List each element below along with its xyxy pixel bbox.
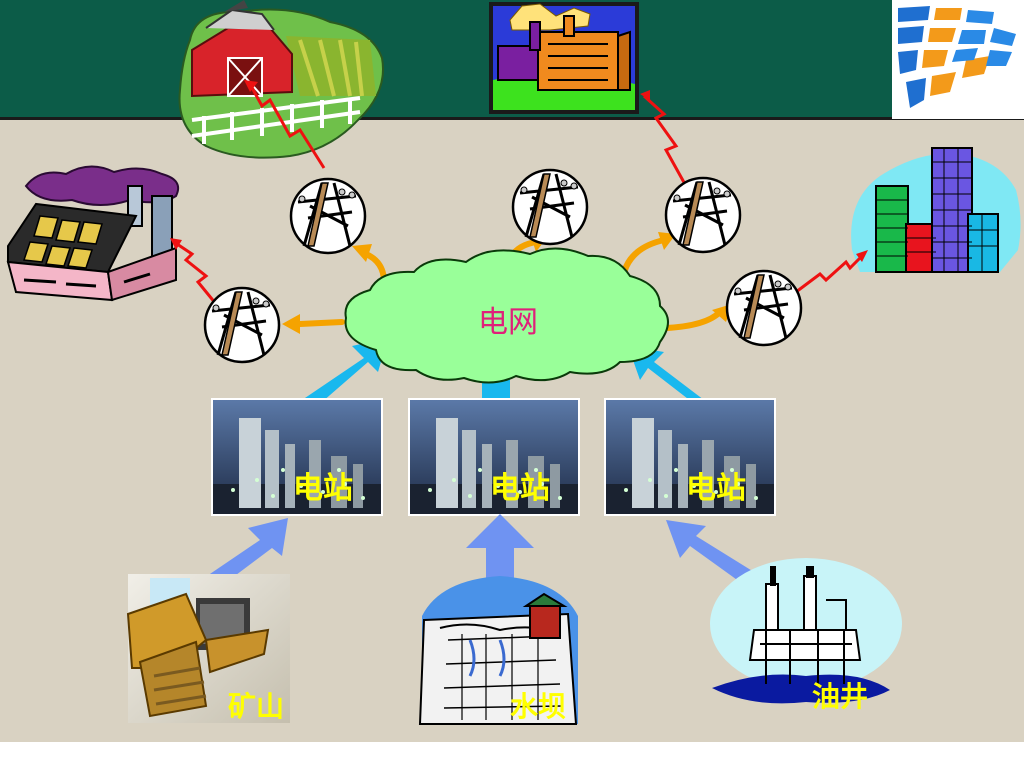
grid-label: 电网	[478, 305, 538, 340]
power-station-1: 电站	[211, 398, 383, 516]
lightning-to-plant	[173, 240, 218, 305]
source-label-mine: 矿山	[228, 690, 284, 723]
source-label-dam: 水坝	[510, 690, 566, 723]
lightning-to-city	[795, 252, 866, 294]
station-label-2: 电站	[490, 471, 550, 506]
arrow-dam-to-station	[466, 514, 534, 584]
pole-icon-top-center	[511, 168, 589, 246]
arrow-station1-to-grid	[302, 338, 388, 402]
pole-icon-left	[203, 286, 281, 364]
station-label-1: 电站	[293, 471, 353, 506]
pole-icon-top-left	[289, 177, 367, 255]
logo-icon	[892, 0, 1024, 119]
city-clipart	[851, 147, 1021, 273]
mine-photo: 矿山	[126, 574, 290, 723]
footer-strip	[0, 742, 1024, 768]
lightning-to-farm	[248, 83, 326, 169]
pole-icon-top-right	[664, 176, 742, 254]
power-station-3: 电站	[604, 398, 776, 516]
power-plant-clipart	[6, 165, 180, 302]
pole-icon-right	[725, 269, 803, 347]
arrow-station3-to-grid	[628, 346, 704, 402]
arrow-oil-to-station	[666, 520, 754, 582]
arrow-to-pole-left	[297, 319, 345, 327]
power-station-2: 电站	[408, 398, 580, 516]
oil-rig-clipart: 油井	[710, 558, 902, 713]
source-label-oil-well: 油井	[812, 680, 868, 713]
station-label-3: 电站	[686, 471, 746, 506]
resource-arrows	[204, 514, 754, 584]
grid-cloud: 电网	[344, 247, 669, 384]
header-divider	[0, 117, 1024, 120]
lightning-bolts	[173, 83, 866, 305]
dam-clipart: 水坝	[418, 576, 578, 725]
arrow-mine-to-station	[204, 518, 288, 584]
factory-clipart	[489, 2, 639, 114]
farm-clipart	[178, 0, 384, 159]
lightning-to-factory	[642, 94, 688, 187]
